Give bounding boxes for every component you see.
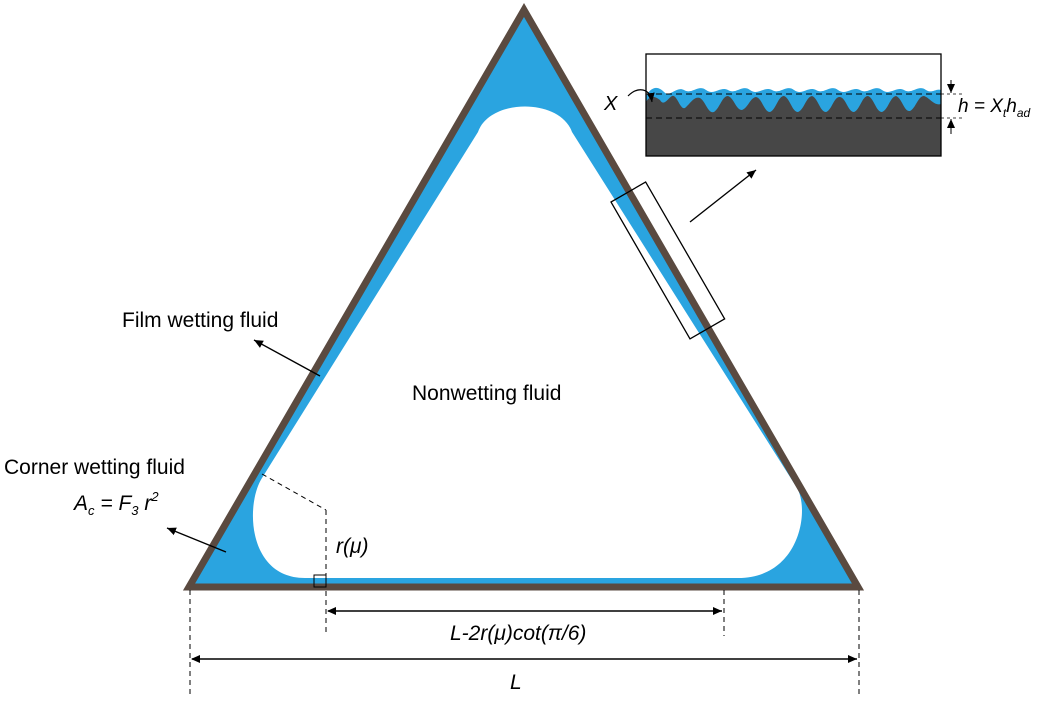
corner-wetting-arrow [166,527,227,553]
inset-x-pointer [627,89,655,103]
zoom-arrow [689,169,757,223]
film-wetting-label: Film wetting fluid [122,309,278,332]
radius-dashed-diagonal [261,473,327,511]
film-thickness-inset: X h = Xthad [603,53,1031,157]
pore-wall [182,3,865,591]
corner-wetting-label: Corner wetting fluid [4,456,185,479]
inset-h-label: h = Xthad [958,96,1031,120]
radius-label: r(μ) [336,535,368,558]
inset-rough-solid [646,95,941,156]
base-span-label: L-2r(μ)cot(π/6) [450,622,586,645]
right-angle-marker [313,574,327,588]
nonwetting-label: Nonwetting fluid [412,382,561,405]
length-label: L [510,671,522,694]
inset-x-label: X [603,93,618,115]
film-wetting-arrow [253,339,321,377]
corner-area-formula: Ac = F3 r2 [72,489,159,518]
zoom-region-box [610,181,726,340]
nonwetting-fluid-region [252,106,802,578]
